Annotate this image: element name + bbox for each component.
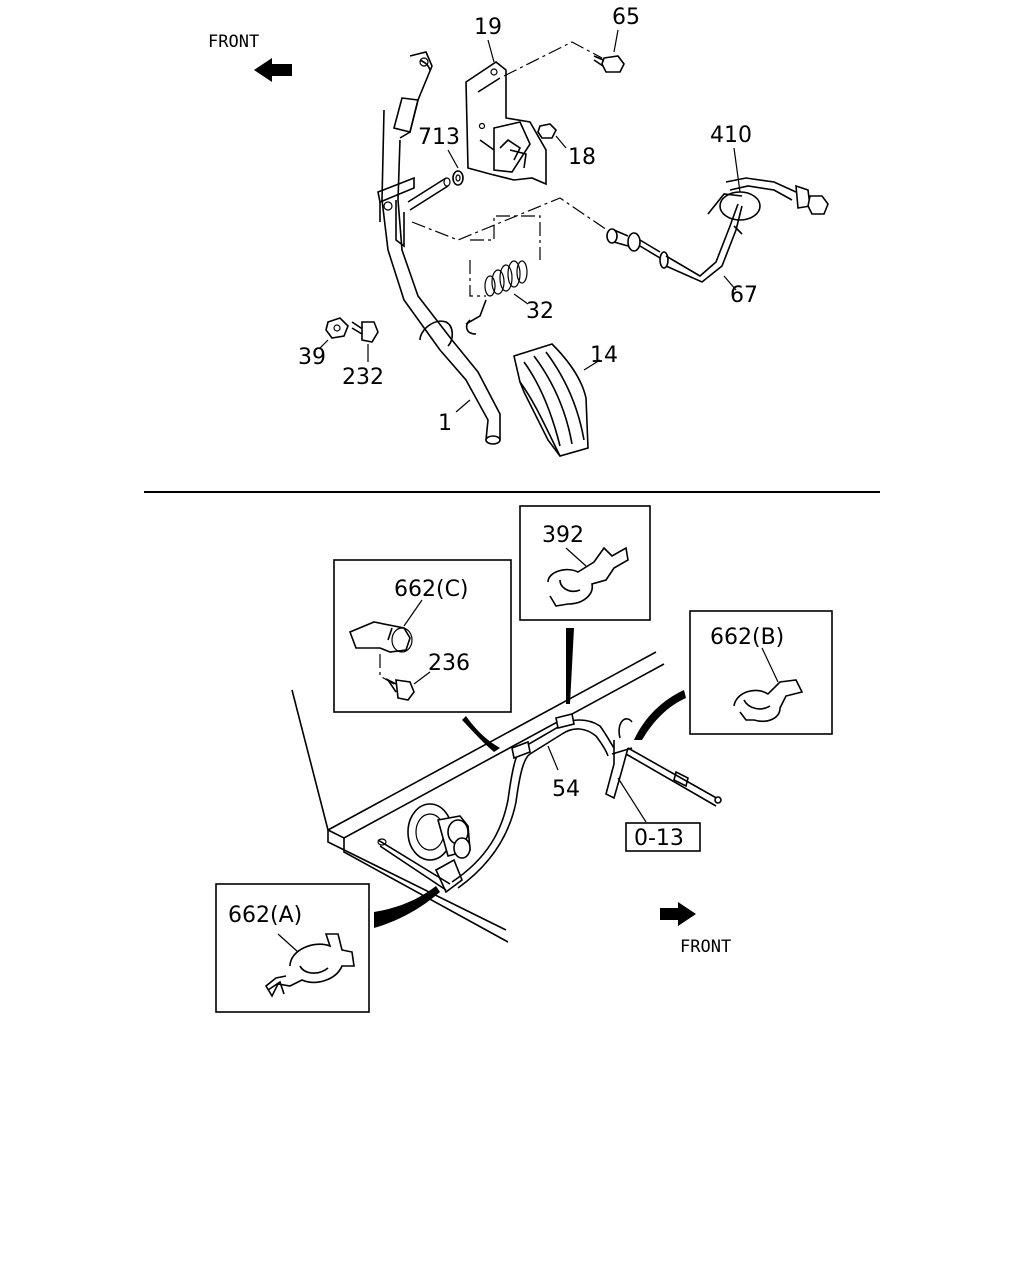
callout-pointer-b-icon bbox=[634, 690, 686, 740]
label-65: 65 bbox=[612, 5, 640, 30]
label-1: 1 bbox=[438, 411, 452, 436]
label-662b: 662(B) bbox=[710, 625, 784, 650]
label-410: 410 bbox=[710, 123, 752, 148]
label-14: 14 bbox=[590, 343, 618, 368]
label-662a: 662(A) bbox=[228, 903, 302, 928]
tube-410 bbox=[707, 177, 829, 235]
callout-pointer-392-icon bbox=[566, 628, 574, 704]
label-392: 392 bbox=[542, 523, 584, 548]
label-236: 236 bbox=[428, 651, 470, 676]
label-39: 39 bbox=[298, 345, 326, 370]
label-54: 54 bbox=[552, 777, 580, 802]
callout-box-392: 392 bbox=[519, 505, 651, 621]
cable-67 bbox=[606, 203, 743, 283]
callout-box-662b: 662(B) bbox=[689, 610, 833, 735]
cable-54 bbox=[451, 713, 615, 889]
bracket-0-13 bbox=[605, 718, 722, 807]
callout-box-662c: 662(C) 236 bbox=[333, 559, 512, 713]
bottom-assembly: 392 662(C) 236 662(B) bbox=[215, 505, 833, 1013]
master-cylinder bbox=[377, 803, 471, 894]
pedal-pad-14 bbox=[513, 343, 589, 457]
front-arrow-top-icon bbox=[254, 58, 292, 82]
top-assembly: FRONT bbox=[208, 5, 829, 457]
label-713: 713 bbox=[418, 125, 460, 150]
front-label-top: FRONT bbox=[208, 32, 259, 52]
label-32: 32 bbox=[526, 299, 554, 324]
bolt-65 bbox=[593, 55, 625, 73]
bolt-232 bbox=[351, 321, 379, 343]
label-0-13: 0-13 bbox=[634, 826, 684, 851]
nut-39 bbox=[325, 317, 349, 339]
callout-box-662a: 662(A) bbox=[215, 883, 370, 1013]
front-arrow-bottom-icon bbox=[660, 902, 696, 926]
label-19: 19 bbox=[474, 15, 502, 40]
bracket bbox=[465, 61, 547, 186]
spring-32 bbox=[465, 260, 528, 335]
pedal-arm bbox=[381, 51, 501, 445]
nut-18 bbox=[537, 123, 557, 139]
callout-pointer-a-icon bbox=[374, 886, 440, 928]
front-label-bottom: FRONT bbox=[680, 937, 731, 957]
callout-pointer-c-icon bbox=[462, 716, 500, 752]
label-232: 232 bbox=[342, 365, 384, 390]
label-67: 67 bbox=[730, 283, 758, 308]
label-662c: 662(C) bbox=[394, 577, 469, 602]
label-18: 18 bbox=[568, 145, 596, 170]
